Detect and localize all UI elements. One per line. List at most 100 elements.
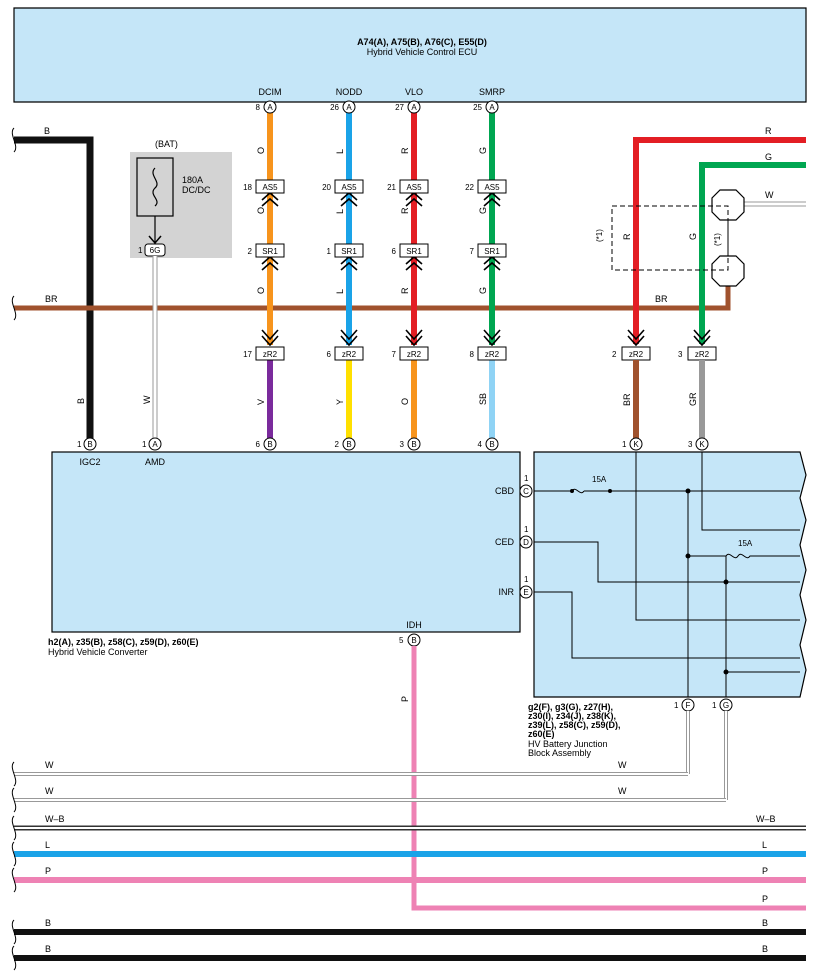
connector-box [477,179,507,194]
bw7-left: B [45,944,51,954]
chevron-down-icon [483,329,501,341]
chevron-up-icon [261,261,279,271]
r-wire-mid-label: R [622,233,632,240]
connector-box [255,179,285,194]
bw2-left: W–B [45,814,65,824]
connector-num: 20 [322,183,331,192]
cbd-conn: C [523,487,529,496]
junction-pin-k1: K 1 [622,437,643,451]
ecu-pin-circle [407,100,421,114]
connector-box [334,346,364,361]
cbd-num: 1 [524,474,529,483]
wire-color-label: O [256,287,266,294]
br-wire-label-right: BR [655,294,668,304]
ecu-pin-conn: A [267,103,273,112]
ced-name: CED [495,537,515,547]
wire-color-label: L [335,149,345,154]
junction-title: g2(F), g3(G), z27(H), z30(I), z34(J), z3… [528,702,621,758]
wire-color-label: O [256,147,266,154]
chevron-up-icon [340,197,358,207]
w-wire-label: W [142,395,152,404]
variant-dashed-box [611,205,729,271]
connector-num: 8 [470,350,475,359]
zr2-num-k1: 2 [612,350,617,359]
wire-color-label: O [400,398,410,405]
k3-conn: K [699,440,705,449]
chevron-down-icon [340,329,358,341]
chevron-down-icon [261,329,279,341]
chevron-down-icon [405,335,423,347]
br-k1-label: BR [622,393,632,406]
chevron-down-icon [261,335,279,347]
converter-pin-num: 6 [256,440,261,449]
g-wire-label: G [765,152,772,162]
wire-color-label: O [256,207,266,214]
ecu-pin-circle [342,100,356,114]
ecu-pin-num: 26 [330,103,339,112]
converter-pin-circle [263,437,277,451]
connector-label: zR2 [263,350,278,359]
hv-control-ecu: A74(A), A75(B), A76(C), E55(D) Hybrid Ve… [13,7,807,103]
connector-label: AS5 [406,183,422,192]
w-wire-right-label: W [765,190,774,200]
splice-connector-bottom [711,255,745,287]
b-wire-left [14,136,94,440]
connector-box [334,243,364,258]
junction-pin-cbd: C 1 CBD [495,474,533,498]
wire-color-label: G [478,287,488,294]
idh-conn: B [411,636,416,645]
converter-pin-conn: B [411,440,416,449]
idh-num: 5 [399,636,404,645]
bat-label: (BAT) [155,139,178,149]
chevron-up-icon [261,197,279,207]
k1-conn: K [633,440,639,449]
connector-box [399,243,429,258]
converter-pin-conn: B [489,440,494,449]
junction-subtitle-1: HV Battery Junction [528,739,608,749]
inr-conn: E [523,588,528,597]
r-wire-label: R [765,126,772,136]
ecu-pin-circle [485,100,499,114]
signal-wire-vlo: VLOA27RRROAS521SR16zR27B3VLO [387,87,429,467]
connector-label: SR1 [484,247,500,256]
k3-num: 3 [688,440,693,449]
ecu-pin-name: NODD [336,87,363,97]
amd-conn: A [152,440,158,449]
junction-pin-k3: K 3 [688,437,709,451]
connector-num: 7 [470,247,475,256]
signal-wires: DCIMA8OOOVAS518SR12zR217B6DCIMNODDA26LLL… [243,87,507,467]
cbd-name: CBD [495,486,515,496]
ecu-pin-conn: A [489,103,495,112]
chevron-up-icon [405,197,423,207]
left-edge-break-marks [11,127,17,971]
converter-pin-num: 4 [478,440,483,449]
signal-wire-dcim: DCIMA8OOOVAS518SR12zR217B6DCIM [243,87,285,467]
bw4-left: P [45,866,51,876]
converter-pin-num: 2 [335,440,340,449]
connector-box [477,243,507,258]
wire-color-label: L [335,209,345,214]
converter-subtitle: Hybrid Vehicle Converter [48,647,148,657]
ecu-pin-num: 8 [256,103,261,112]
ecu-pin-num: 25 [473,103,482,112]
ced-conn: D [523,538,529,547]
hybrid-vehicle-converter: h2(A), z35(B), z58(C), z59(D), z60(E) Hy… [48,451,521,657]
inr-num: 1 [524,575,529,584]
fuse-icon [152,167,158,207]
bw5-right: P [762,894,768,904]
variant-star-right: (*1) [713,233,722,246]
gr-k3-label: GR [688,392,698,406]
g-conn: G [723,701,729,710]
junction-title-3: z39(L), z58(C), z59(D), [528,720,621,730]
junction-pin-ced: D 1 CED [495,525,533,549]
junction-subtitle-2: Block Assembly [528,748,592,758]
ecu-subtitle: Hybrid Vehicle Control ECU [367,47,478,57]
bw0-right: W [618,760,627,770]
connector-box [255,346,285,361]
zr2-num-k3: 3 [678,350,683,359]
connector-num: 18 [243,183,252,192]
br-wire [14,282,731,311]
connector-label: AS5 [341,183,357,192]
